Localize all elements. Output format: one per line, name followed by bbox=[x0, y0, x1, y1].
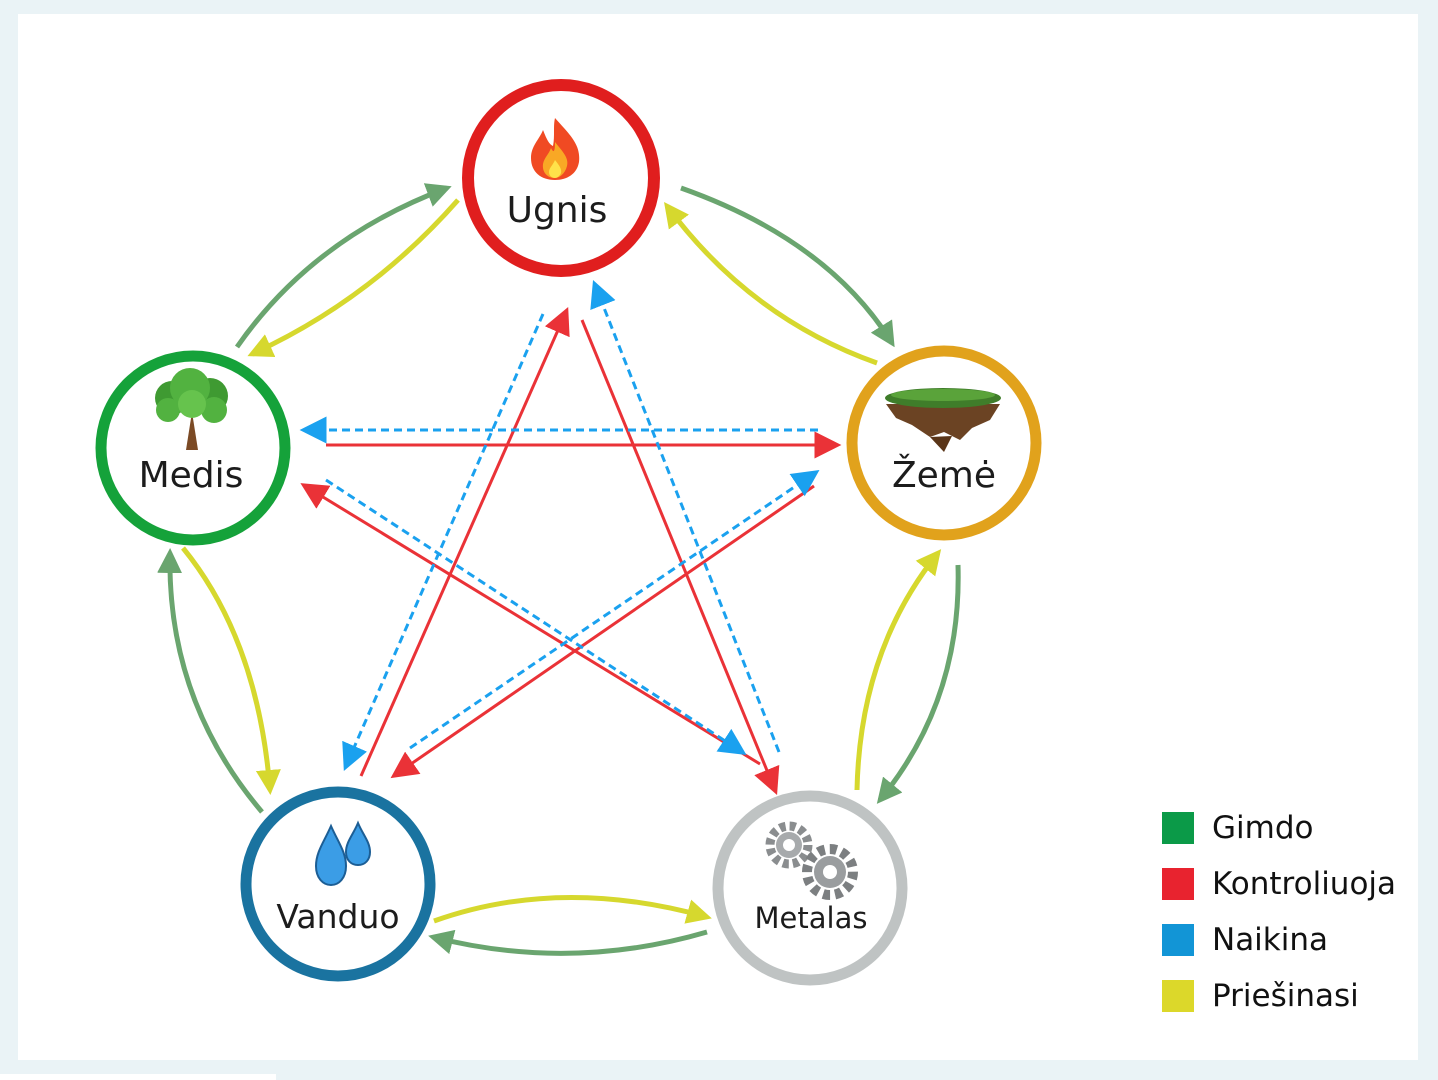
kontroliuoja-arrow-zeme-vanduo bbox=[390, 484, 815, 779]
kontroliuoja-arrow-metalas-medis bbox=[300, 483, 761, 766]
priesinasi-arrow-medis-vanduo bbox=[181, 546, 281, 795]
node-vanduo: Vanduo bbox=[240, 786, 436, 982]
node-label-metalas: Metalas bbox=[755, 901, 868, 935]
legend-item-gimdo: Gimdo bbox=[1162, 800, 1432, 856]
fire-icon bbox=[531, 118, 580, 180]
gears-icon bbox=[765, 821, 858, 900]
water-drops-icon bbox=[314, 820, 372, 887]
naikina-arrow-ugnis-vanduo bbox=[342, 313, 545, 771]
priesinasi-arrow-vanduo-metalas bbox=[433, 894, 712, 924]
node-label-zeme: Žemė bbox=[892, 454, 996, 496]
priesinasi-arrow-zeme-ugnis bbox=[664, 201, 878, 366]
tree-icon bbox=[155, 368, 228, 450]
naikina-arrow-metalas-ugnis bbox=[590, 279, 781, 753]
node-medis: Medis bbox=[95, 350, 291, 546]
naikina-arrow-vanduo-zeme bbox=[409, 469, 820, 750]
legend-swatch-priesinasi bbox=[1162, 980, 1194, 1012]
floating-earth-icon bbox=[885, 388, 1001, 452]
gimdo-arrow-vanduo-medis bbox=[157, 548, 264, 814]
node-metalas: Metalas bbox=[712, 790, 908, 986]
kontroliuoja-arrow-vanduo-ugnis bbox=[359, 307, 570, 777]
bottom-strip bbox=[0, 1074, 276, 1080]
legend-item-kontroliuoja: Kontroliuoja bbox=[1162, 856, 1432, 912]
gimdo-arrow-medis-ugnis bbox=[234, 183, 452, 349]
legend: Gimdo Kontroliuoja Naikina Priešinasi bbox=[1162, 800, 1432, 1024]
gimdo-arrow-metalas-vanduo bbox=[428, 929, 708, 956]
priesinasi-arrow-metalas-zeme bbox=[854, 549, 942, 791]
node-label-vanduo: Vanduo bbox=[276, 897, 399, 936]
legend-label-gimdo: Gimdo bbox=[1212, 810, 1314, 846]
node-label-ugnis: Ugnis bbox=[507, 190, 608, 231]
node-ugnis: Ugnis bbox=[462, 79, 660, 277]
legend-label-kontroliuoja: Kontroliuoja bbox=[1212, 866, 1397, 902]
naikina-arrow-medis-metalas bbox=[325, 478, 747, 755]
kontroliuoja-arrow-ugnis-metalas bbox=[580, 319, 780, 795]
gimdo-arrow-zeme-metalas bbox=[876, 564, 961, 804]
node-zeme: Žemė bbox=[846, 345, 1042, 541]
legend-label-priesinasi: Priešinasi bbox=[1212, 978, 1359, 1014]
legend-swatch-naikina bbox=[1162, 924, 1194, 956]
legend-swatch-kontroliuoja bbox=[1162, 868, 1194, 900]
node-label-medis: Medis bbox=[139, 455, 244, 496]
legend-label-naikina: Naikina bbox=[1212, 922, 1329, 958]
legend-item-priesinasi: Priešinasi bbox=[1162, 968, 1432, 1024]
legend-swatch-gimdo bbox=[1162, 812, 1194, 844]
gimdo-arrow-ugnis-zeme bbox=[680, 185, 895, 348]
priesinasi-arrow-ugnis-medis bbox=[247, 198, 460, 358]
legend-item-naikina: Naikina bbox=[1162, 912, 1432, 968]
